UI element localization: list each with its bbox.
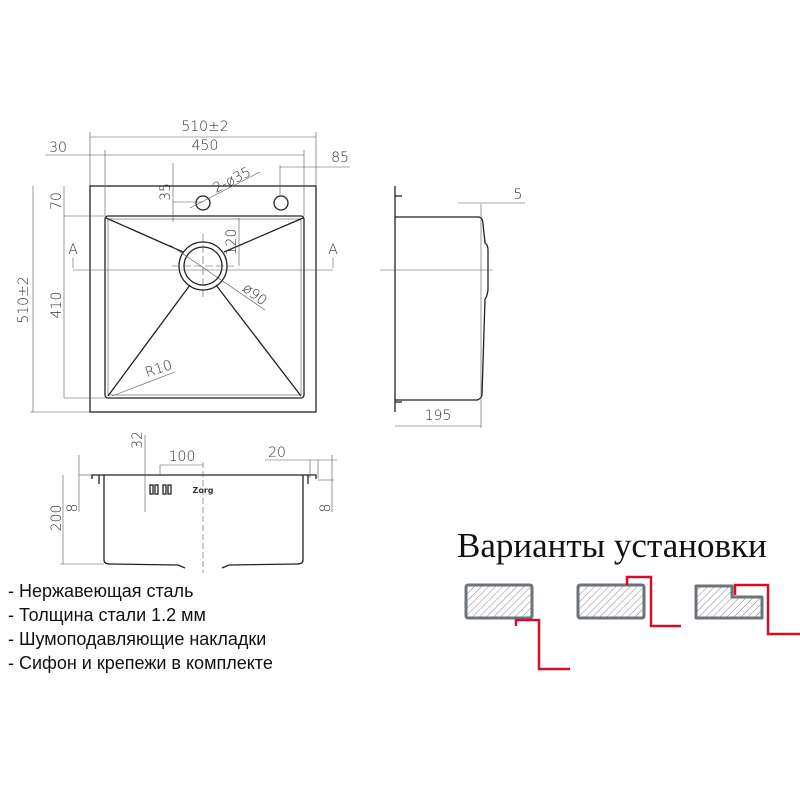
dim-right-margin: 85 [331,150,349,166]
front-view: Zorg 32 100 20 8 200 8 [49,431,337,573]
variant-overmount [576,575,681,628]
dim-side-depth: 195 [425,408,452,424]
install-variants [464,575,800,671]
feature-item: - Шумоподавляющие накладки [8,629,267,649]
install-variants-title: Варианты установки [457,526,767,565]
feature-item: - Сифон и крепежи в комплекте [8,653,273,673]
dim-overflow-height: 32 [130,431,146,449]
dim-flange: 5 [514,187,523,203]
top-view: 510±2 450 30 85 35 2-ø35 70 120 ø90 410 … [16,119,350,413]
variant-undermount [464,583,570,671]
variant-flush [694,583,800,636]
dim-bowl-width: 450 [192,138,219,154]
dim-front-depth: 200 [49,505,65,532]
brand-logo: Zorg [193,486,214,495]
dim-drain-offset: 120 [224,229,240,256]
tap-hole [195,195,211,211]
dim-rim-left: 8 [65,504,81,513]
dim-bowl-length: 410 [49,292,65,319]
dim-rim-right: 8 [318,504,334,513]
section-marker: A [68,242,78,258]
dim-corner-radius: R10 [143,357,174,381]
dim-overall-width: 510±2 [181,119,228,135]
side-view: 5 195 [380,186,525,428]
section-marker: A [328,242,338,258]
dim-overall-length: 510±2 [16,276,32,323]
feature-item: - Нержавеющая сталь [8,581,194,601]
dim-rim-width: 20 [268,445,286,461]
dim-top-margin: 70 [49,192,65,210]
dim-left-margin: 30 [49,140,67,156]
dim-holes: 2-ø35 [211,164,254,197]
feature-item: - Толщина стали 1.2 мм [8,605,206,625]
dim-overflow-offset: 100 [169,449,196,465]
dim-drain-diameter: ø90 [239,280,270,309]
tap-hole [273,195,289,211]
dim-hole-offset: 35 [158,183,174,201]
